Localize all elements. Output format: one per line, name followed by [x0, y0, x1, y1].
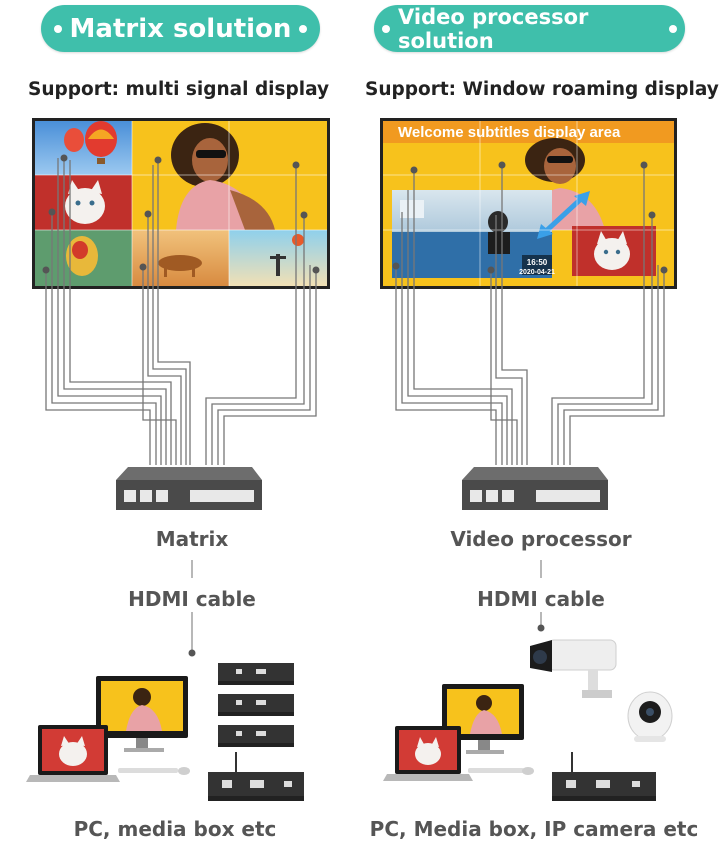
right-sources-label: PC, Media box, IP camera etc	[369, 817, 699, 841]
hdmi-link-lines	[191, 560, 542, 650]
video-processor-solution-title: Video processor solution	[398, 4, 589, 53]
roaming-arrow-icon	[537, 191, 590, 239]
cctv-time: 16:50	[527, 258, 548, 267]
mouse-icon	[178, 767, 190, 775]
bullet-dot	[299, 24, 308, 33]
media-box-icon	[552, 752, 656, 801]
keyboard-icon	[118, 768, 178, 773]
processor-support-text: Support: Window roaming display	[365, 79, 719, 100]
laptop-icon	[383, 726, 473, 781]
processor-connector-dots	[392, 161, 668, 274]
subtitle-banner	[383, 121, 674, 143]
matrix-video-wall	[32, 118, 330, 289]
cctv-date: 2020-04-21	[519, 269, 555, 276]
matrix-label: Matrix	[155, 527, 229, 551]
matrix-cable-bundle	[45, 158, 317, 465]
video-processor-solution-badge: Video processor solution	[374, 4, 685, 53]
media-box-icon	[218, 725, 294, 747]
banner-text: Welcome subtitles display area	[398, 124, 621, 141]
matrix-device-icon	[116, 467, 262, 510]
processor-cable-bundle	[395, 165, 665, 465]
bullet-camera-icon	[530, 639, 617, 698]
keyboard-icon	[468, 768, 524, 773]
bullet-dot	[669, 24, 677, 33]
bullet-dot	[53, 24, 62, 33]
video-processor-label: Video processor	[450, 527, 632, 551]
bullet-dot	[382, 24, 390, 33]
media-box-icon	[208, 752, 304, 801]
matrix-solution-badge: Matrix solution	[41, 5, 320, 52]
media-box-icon	[218, 694, 294, 716]
pc-monitor-icon	[96, 676, 188, 752]
processor-video-wall: Welcome subtitles display area 16:50 202…	[380, 118, 677, 289]
matrix-connector-dots	[42, 154, 320, 274]
mouse-icon	[522, 767, 534, 775]
left-sources-label: PC, media box etc	[73, 817, 277, 841]
video-processor-device-icon	[462, 467, 608, 510]
left-hdmi-cable-label: HDMI cable	[128, 587, 256, 611]
right-hdmi-cable-label: HDMI cable	[477, 587, 605, 611]
media-box-icon	[218, 663, 294, 685]
matrix-solution-title: Matrix solution	[69, 13, 292, 44]
dome-camera-icon	[627, 691, 673, 742]
matrix-support-text: Support: multi signal display	[28, 79, 330, 100]
laptop-icon	[26, 725, 120, 782]
